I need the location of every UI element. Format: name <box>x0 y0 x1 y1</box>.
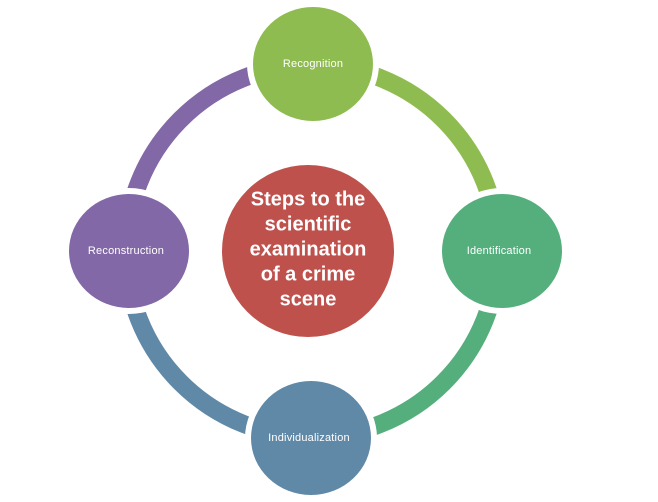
step-circle-reconstruction <box>69 194 189 308</box>
center-label: Steps to the scientific examination of a… <box>229 188 387 313</box>
center-label-line-4: of a crime <box>260 263 356 286</box>
center-label-line-1: Steps to the <box>250 188 366 211</box>
step-label-reconstruction: Reconstruction <box>87 245 165 257</box>
step-circle-recognition <box>253 7 373 121</box>
step-circle-identification <box>442 194 562 308</box>
step-label-individualization: Individualization <box>268 432 350 444</box>
center-label-line-2: scientific <box>264 213 352 236</box>
center-label-line-5: scene <box>279 288 337 311</box>
center-label-line-3: examination <box>249 238 367 261</box>
step-label-recognition: Recognition <box>282 58 344 70</box>
center-circle <box>222 165 394 337</box>
step-circle-individualization <box>251 381 371 495</box>
step-label-identification: Identification <box>466 245 532 257</box>
